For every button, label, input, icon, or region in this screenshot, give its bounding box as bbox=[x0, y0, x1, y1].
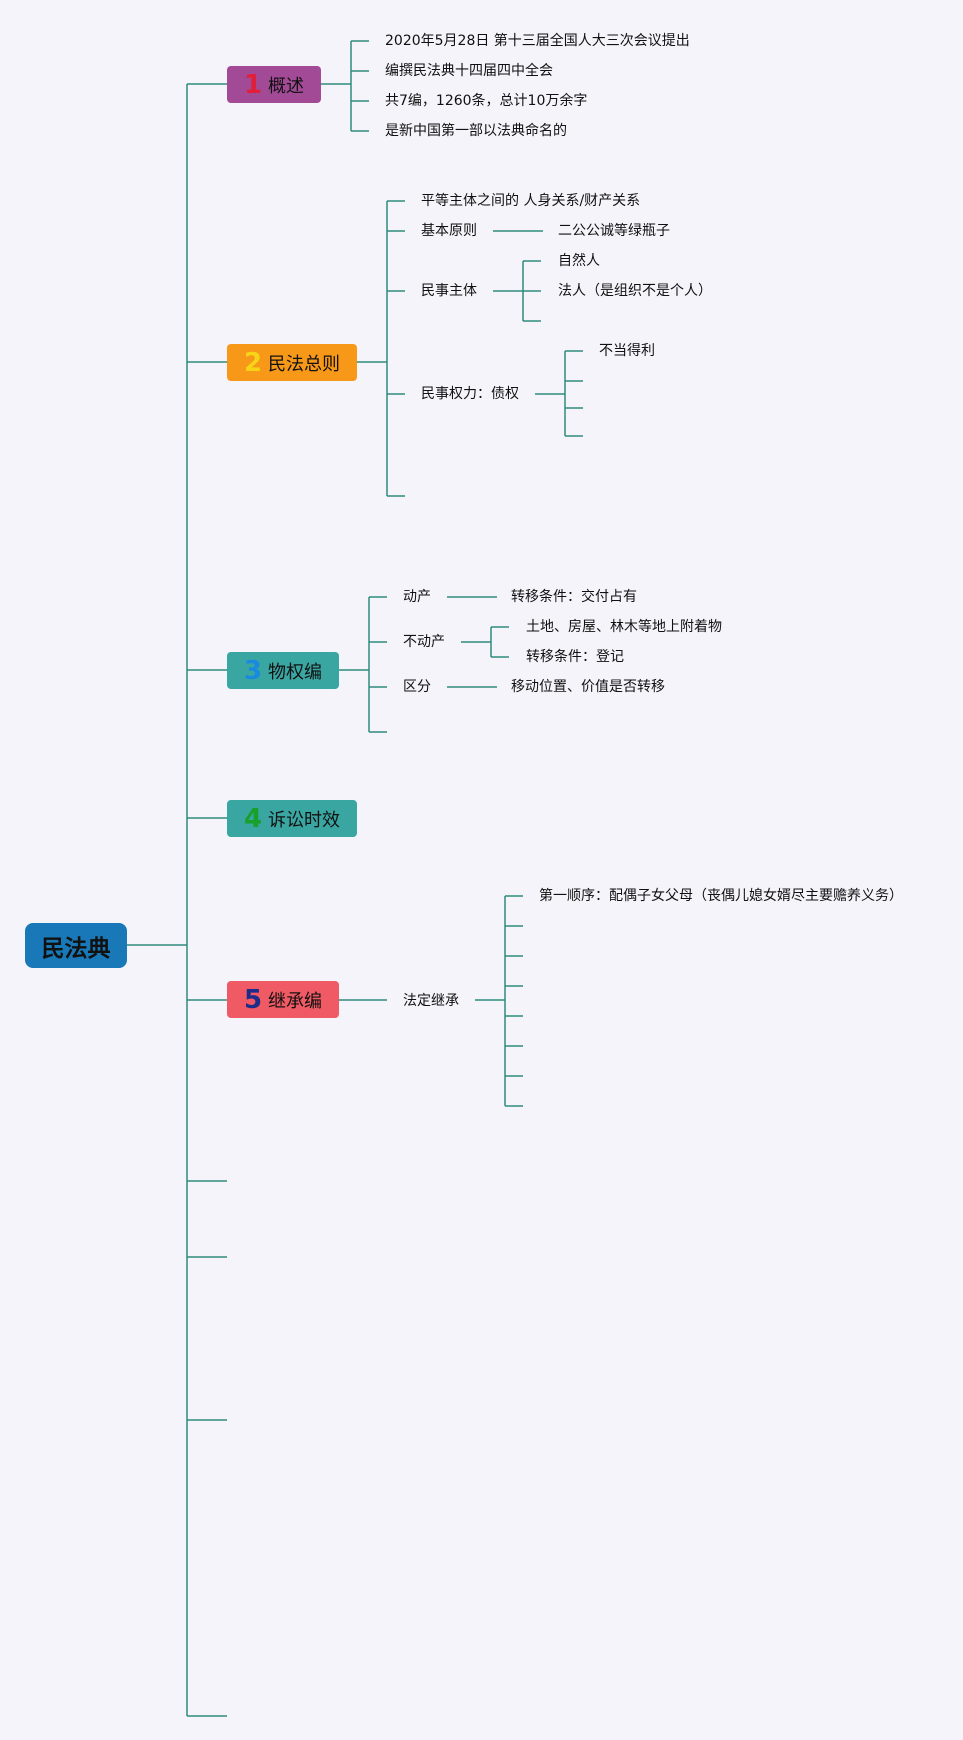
statutory-inheritance-label[interactable]: 法定继承 bbox=[403, 993, 459, 1009]
branch-label: 概述 bbox=[268, 75, 305, 97]
branch-label: 继承编 bbox=[268, 990, 323, 1012]
movable-label[interactable]: 动产 bbox=[403, 589, 431, 605]
branch-property-rights[interactable]: 3 物权编 bbox=[227, 652, 339, 689]
branch-number: 1 bbox=[243, 69, 263, 100]
branch-label: 物权编 bbox=[268, 661, 323, 683]
principles-detail-label[interactable]: 二公公诚等绿瓶子 bbox=[558, 223, 670, 239]
branch-inheritance[interactable]: 5 继承编 bbox=[227, 981, 339, 1018]
branch-number: 4 bbox=[243, 803, 263, 834]
branch-number: 2 bbox=[243, 347, 263, 378]
immovable-label[interactable]: 不动产 bbox=[403, 634, 445, 650]
civil-subjects-label[interactable]: 民事主体 bbox=[421, 283, 477, 299]
overview-item[interactable]: 2020年5月28日 第十三届全国人大三次会议提出 bbox=[385, 33, 690, 49]
movable-transfer-label[interactable]: 转移条件：交付占有 bbox=[511, 589, 637, 605]
branch-overview[interactable]: 1 概述 bbox=[227, 66, 321, 103]
legal-person-label[interactable]: 法人（是组织不是个人） bbox=[558, 283, 712, 299]
distinction-detail-label[interactable]: 移动位置、价值是否转移 bbox=[511, 679, 665, 695]
branch-limitation-of-action[interactable]: 4 诉讼时效 bbox=[227, 800, 357, 837]
first-order-heirs-label[interactable]: 第一顺序：配偶子女父母（丧偶儿媳女婿尽主要赡养义务） bbox=[539, 888, 903, 904]
overview-item[interactable]: 共7编，1260条，总计10万余字 bbox=[385, 93, 588, 109]
basic-principles-label[interactable]: 基本原则 bbox=[421, 223, 477, 239]
root-node[interactable]: 民法典 bbox=[25, 923, 127, 968]
branch-label: 诉讼时效 bbox=[268, 809, 341, 831]
overview-item[interactable]: 是新中国第一部以法典命名的 bbox=[385, 123, 567, 139]
branch-general-provisions[interactable]: 2 民法总则 bbox=[227, 344, 357, 381]
branch-label: 民法总则 bbox=[268, 353, 341, 375]
equal-subjects-label[interactable]: 平等主体之间的 人身关系/财产关系 bbox=[421, 193, 641, 209]
immovable-items-label[interactable]: 土地、房屋、林木等地上附着物 bbox=[526, 619, 722, 635]
root-label: 民法典 bbox=[41, 935, 111, 962]
unjust-enrichment-label[interactable]: 不当得利 bbox=[599, 343, 655, 359]
civil-rights-label[interactable]: 民事权力：债权 bbox=[421, 386, 519, 402]
overview-item[interactable]: 编撰民法典十四届四中全会 bbox=[385, 63, 553, 79]
branch-number: 5 bbox=[243, 984, 263, 1015]
immovable-transfer-label[interactable]: 转移条件：登记 bbox=[526, 649, 624, 665]
distinction-label[interactable]: 区分 bbox=[403, 679, 431, 695]
branch-number: 3 bbox=[243, 655, 263, 686]
natural-person-label[interactable]: 自然人 bbox=[558, 253, 600, 269]
